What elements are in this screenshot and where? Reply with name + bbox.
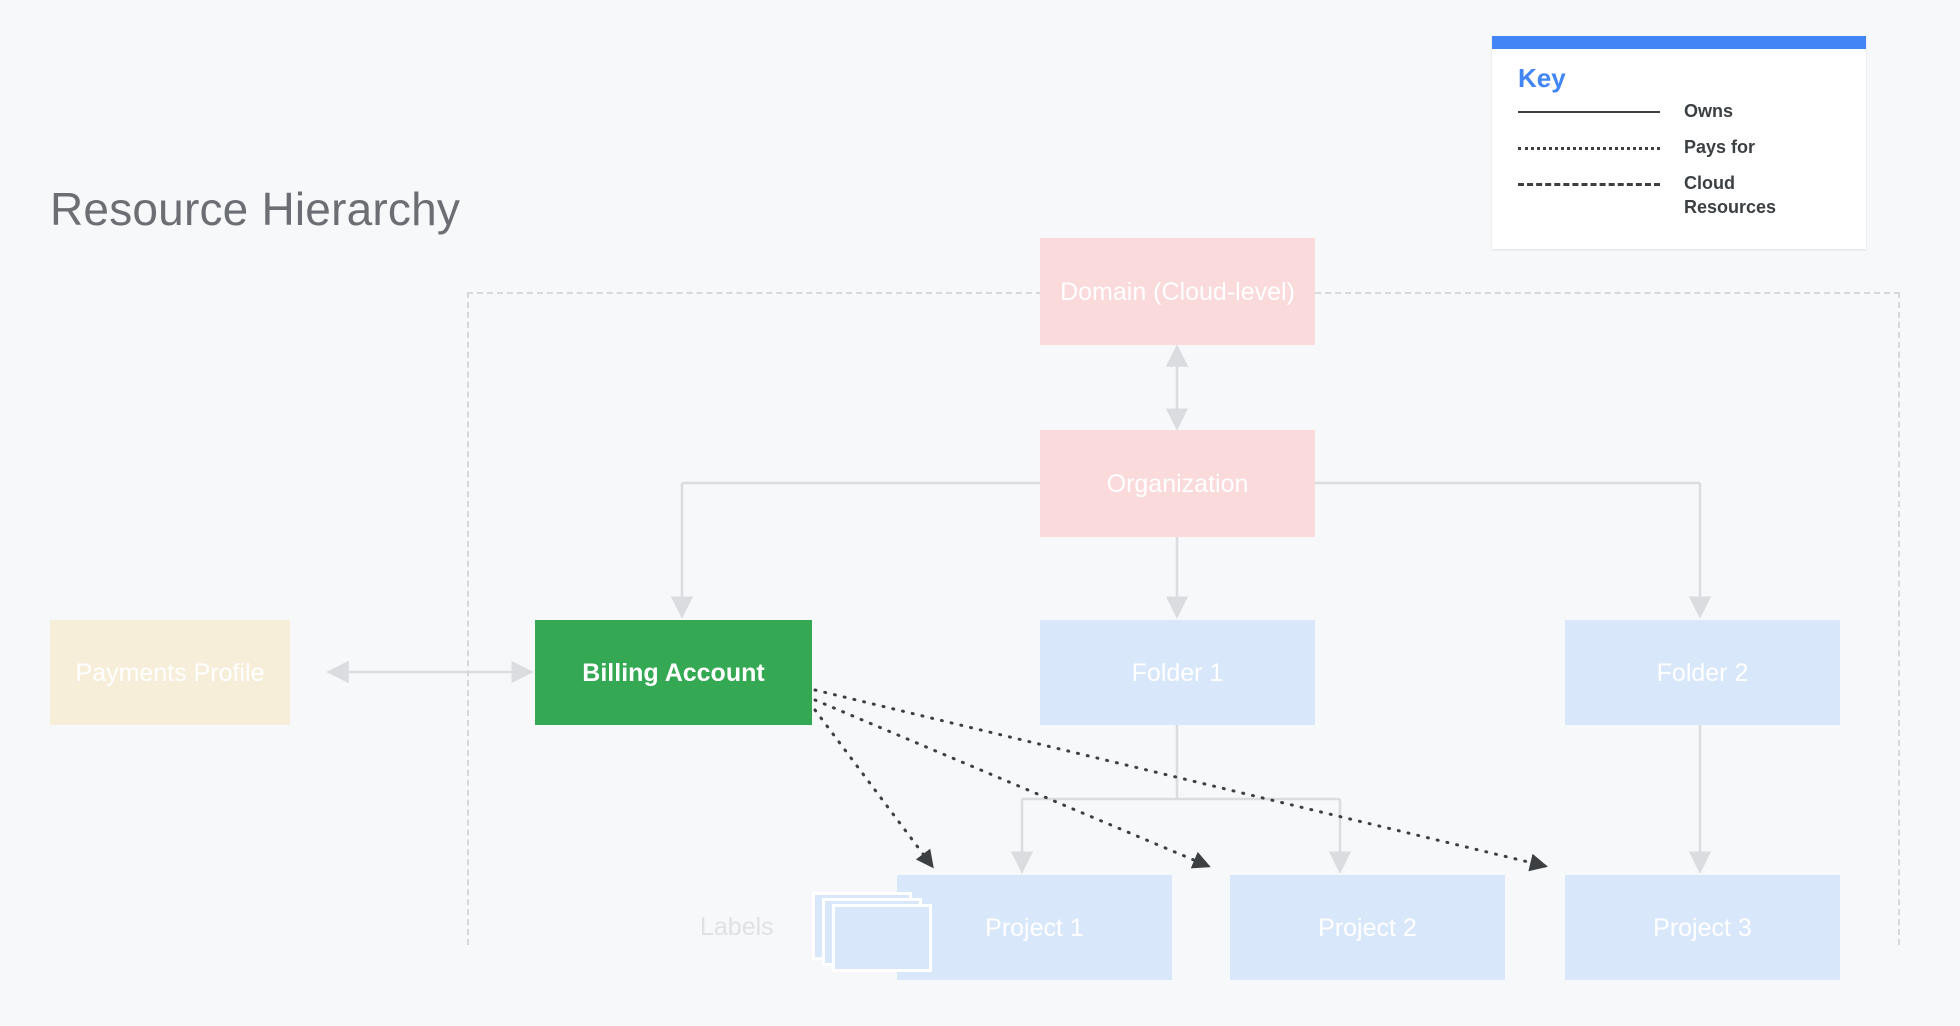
key-legend-card: Key Owns Pays for Cloud Resources [1492,36,1866,249]
key-row-pays-for: Pays for [1518,135,1840,159]
key-body: Key Owns Pays for Cloud Resources [1492,49,1866,249]
node-payments-profile[interactable]: Payments Profile [50,620,290,725]
solid-line-sample-icon [1518,102,1660,122]
node-project-2[interactable]: Project 2 [1230,875,1505,980]
key-label-pays-for: Pays for [1684,137,1756,157]
node-folder-2[interactable]: Folder 2 [1565,620,1840,725]
page-title: Resource Hierarchy [50,183,461,235]
key-accent-bar [1492,36,1866,49]
node-billing-account[interactable]: Billing Account [535,620,812,725]
labels-caption: Labels [700,913,774,941]
label-card-front [832,904,932,972]
node-project-1[interactable]: Project 1 [897,875,1172,980]
node-organization[interactable]: Organization [1040,430,1315,537]
labels-stack-icon[interactable] [812,892,932,972]
cloud-resources-boundary [467,292,1900,945]
key-heading: Key [1518,63,1566,93]
dotted-line-sample-icon [1518,138,1660,158]
key-label-owns: Owns [1684,101,1734,121]
dashed-line-sample-icon [1518,174,1660,194]
key-label-cloud-resources: Cloud Resources [1684,173,1777,217]
node-domain[interactable]: Domain (Cloud-level) [1040,238,1315,345]
key-row-cloud-resources: Cloud Resources [1518,171,1840,219]
node-project-3[interactable]: Project 3 [1565,875,1840,980]
key-row-owns: Owns [1518,99,1840,123]
node-folder-1[interactable]: Folder 1 [1040,620,1315,725]
